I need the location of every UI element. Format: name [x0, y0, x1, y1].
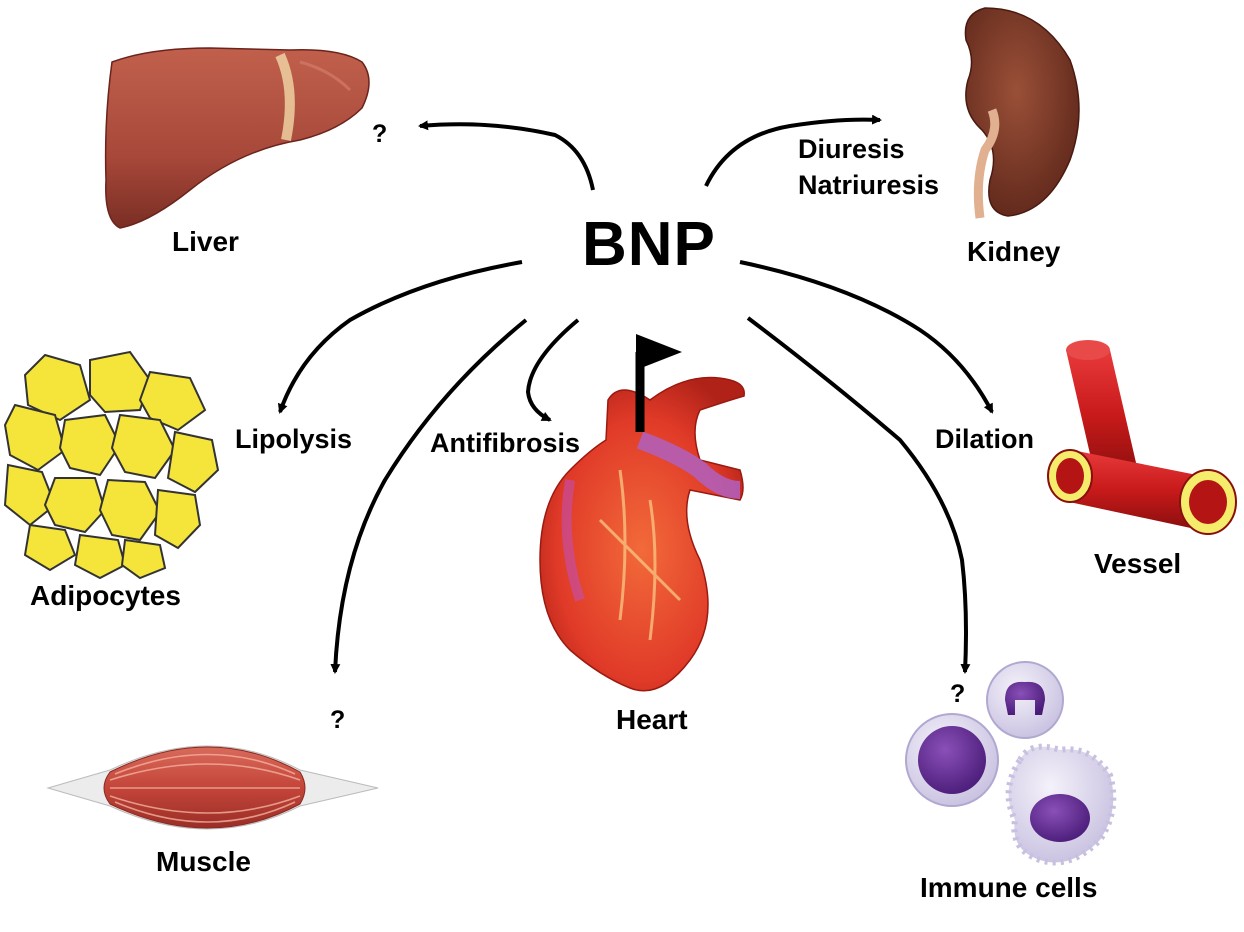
arrow-to-lipolysis — [277, 260, 523, 414]
bnp-label: BNP — [582, 210, 716, 279]
kidney-image — [964, 7, 1080, 219]
liver-image — [104, 47, 370, 229]
immune-question-mark: ? — [950, 680, 966, 708]
muscle-label: Muscle — [156, 846, 251, 877]
arrow-to-muscle — [330, 318, 528, 674]
dilation-label: Dilation — [935, 424, 1034, 454]
muscle-image — [46, 745, 379, 830]
heart-image — [539, 376, 745, 692]
adipocytes-image — [3, 350, 220, 580]
diuresis-label: Diuresis — [798, 134, 905, 164]
heart-label: Heart — [616, 704, 688, 735]
immune-cells-image — [905, 661, 1117, 866]
natriuresis-label: Natriuresis — [798, 170, 940, 200]
vessel-image — [1047, 340, 1237, 535]
liver-question-mark: ? — [372, 120, 388, 148]
arrow-to-kidney — [704, 114, 882, 187]
immune-cells-label: Immune cells — [920, 872, 1098, 903]
arrows — [277, 114, 994, 674]
kidney-label: Kidney — [967, 236, 1061, 267]
lipolysis-label: Lipolysis — [235, 424, 353, 454]
arrow-to-dilation — [739, 260, 994, 414]
antifibrosis-label: Antifibrosis — [430, 428, 581, 458]
arrow-to-antifibrosis — [525, 318, 580, 422]
arrow-to-liver — [418, 120, 595, 191]
vessel-label: Vessel — [1094, 548, 1182, 579]
muscle-question-mark: ? — [330, 706, 346, 734]
liver-label: Liver — [172, 226, 239, 257]
adipocytes-label: Adipocytes — [30, 580, 181, 611]
arrow-to-immune-cells — [746, 316, 971, 674]
